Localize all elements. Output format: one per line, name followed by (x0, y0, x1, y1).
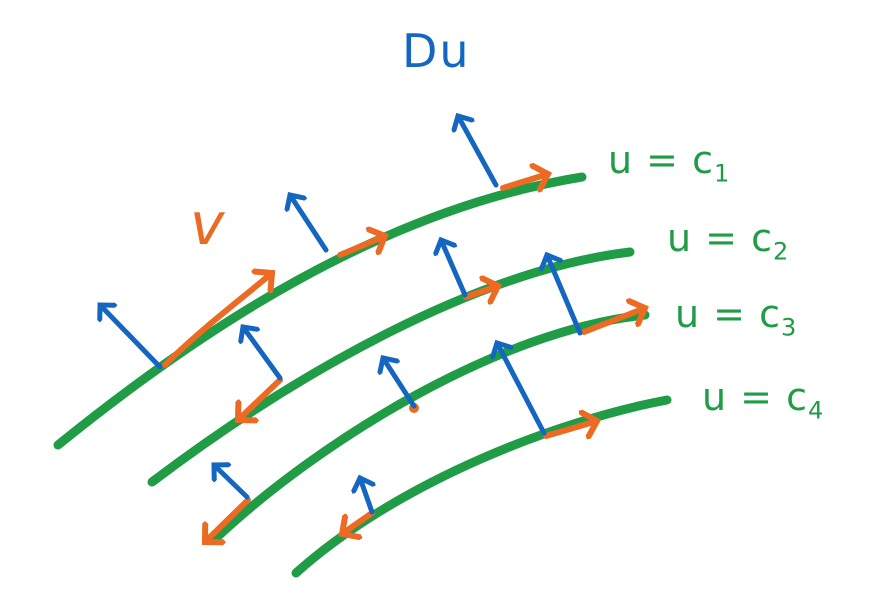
tangent-arrow (500, 174, 548, 188)
tangent-arrow (337, 236, 385, 258)
level-label-sub: 4 (807, 396, 825, 425)
level-label-sub: 1 (713, 159, 731, 188)
level-curve-c4 (291, 395, 672, 578)
gradient-arrow (290, 195, 329, 253)
gradient-arrow (547, 255, 583, 336)
level-label-text: u = c (702, 375, 808, 419)
tangent-arrow (162, 273, 272, 368)
tangent-arrow (463, 286, 498, 297)
gradient-arrow (243, 327, 283, 381)
gradient-arrow (100, 305, 163, 370)
level-label-c2: u = c2 (667, 216, 789, 266)
level-curves (53, 172, 672, 578)
gradient-label-text: Du (402, 24, 471, 78)
gradient-arrow (383, 358, 417, 409)
gradient-label: Du (402, 24, 471, 78)
tangent-arrow (238, 377, 283, 420)
level-curve-c1 (53, 172, 587, 450)
gradient-arrow (214, 465, 250, 500)
vector-v-label-text: v (190, 190, 225, 258)
gradient-arrow (497, 343, 547, 436)
tangent-vectors-v (162, 174, 645, 542)
tangent-arrow (205, 497, 251, 542)
tangent-arrow (581, 308, 645, 335)
tangent-arrow (342, 510, 375, 534)
level-label-text: u = c (675, 292, 781, 336)
gradient-vectors (100, 116, 583, 515)
level-label-text: u = c (608, 138, 714, 182)
level-label-sub: 2 (772, 237, 790, 266)
level-curve-c2 (147, 247, 635, 487)
level-label-c1: u = c1 (608, 138, 730, 188)
level-label-text: u = c (667, 216, 773, 260)
level-label-sub: 3 (780, 313, 798, 342)
vector-v-label: v (190, 190, 224, 258)
tangent-arrow (543, 421, 597, 436)
level-label-c4: u = c4 (702, 375, 824, 425)
gradient-arrow (441, 240, 468, 298)
gradient-arrow (458, 116, 499, 188)
gradient-arrow (360, 478, 372, 515)
level-curve-c3 (209, 310, 650, 545)
level-label-c3: u = c3 (675, 292, 797, 342)
